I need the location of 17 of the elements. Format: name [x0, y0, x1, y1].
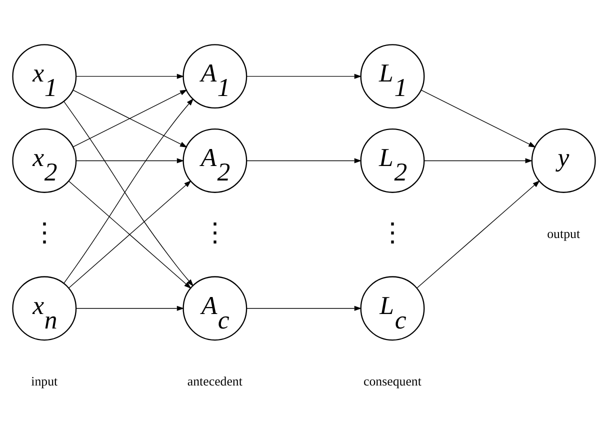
- label: ⋮: [31, 218, 58, 248]
- arrow: [246, 74, 362, 79]
- arrow: [76, 306, 184, 311]
- arrow: [76, 74, 184, 79]
- arrow: [76, 158, 184, 164]
- arrow: [246, 158, 362, 164]
- label: input: [31, 374, 58, 388]
- arrow: [424, 158, 533, 164]
- label: antecedent: [187, 374, 242, 388]
- arrow: [246, 306, 362, 311]
- label: consequent: [364, 374, 422, 388]
- label: ⋮: [379, 218, 406, 248]
- arrow: [72, 90, 188, 148]
- arrow: [420, 90, 536, 148]
- label: ⋮: [202, 218, 228, 248]
- label: output: [547, 226, 580, 241]
- arrow: [416, 180, 540, 288]
